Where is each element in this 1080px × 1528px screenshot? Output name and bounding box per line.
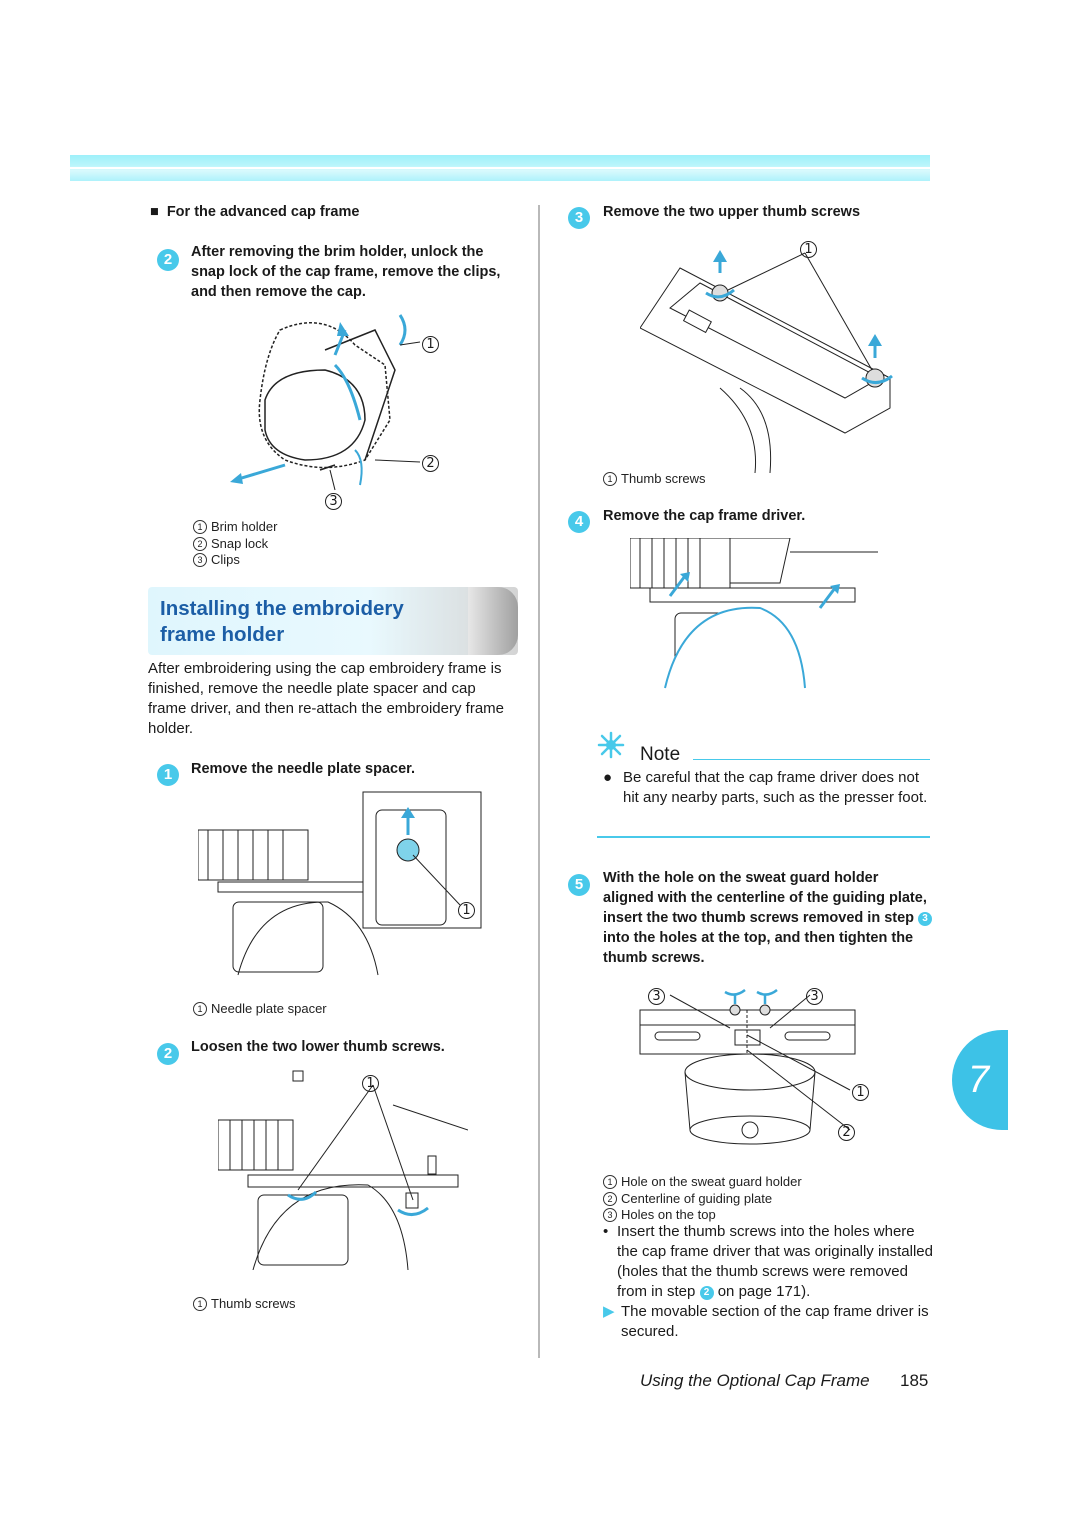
step5-number: 5 [568,874,590,896]
step4-text: Remove the cap frame driver. [603,508,806,524]
fig1-label-1: 1 [422,335,439,353]
result-paragraph: ▶ The movable section of the cap frame d… [603,1303,929,1340]
needle-plate-spacer-illustration [198,791,482,976]
subhead: ■ For the advanced cap frame [150,204,360,220]
section-title: Installing the embroidery frame holder [160,597,404,646]
fig6-label-2: 2 [838,1123,855,1141]
lower-thumb-screws-illustration [218,1070,468,1270]
square-bullet-icon: ■ [150,204,159,220]
step5-ref-number: 3 [918,912,933,926]
fig6-label-3a: 3 [648,987,665,1005]
note-sparkle-icon [597,731,625,759]
step-a-number: 2 [157,249,179,271]
step5-text: With the hole on the sweat guard holder … [603,868,933,968]
page-number: 185 [900,1371,929,1390]
note-bullet-icon: ● [603,769,613,786]
step1-number: 1 [157,764,179,786]
bullet-dot-icon: • [603,1223,609,1240]
bullet-paragraph: • Insert the thumb screws into the holes… [603,1223,933,1300]
cap-frame-illustration [230,314,421,491]
fig4-label-1: 1 [800,240,817,258]
footer-title: Using the Optional Cap Frame [640,1371,870,1390]
bullet-ref-number: 2 [699,1286,714,1300]
step2-number: 2 [157,1043,179,1065]
note-bottom-line [597,836,930,838]
step3-text: Remove the two upper thumb screws [603,204,861,220]
fig3-label-1: 1 [362,1074,379,1092]
step-a-text: After removing the brim holder, unlock t… [191,244,501,300]
result-arrow-icon: ▶ [603,1303,615,1320]
note-title: Note [640,744,681,765]
note-body: ● Be careful that the cap frame driver d… [603,769,928,806]
intro-paragraph: After embroidering using the cap embroid… [148,660,505,737]
fig6-label-3b: 3 [806,987,823,1005]
fig6-label-1: 1 [852,1083,869,1101]
fig2-label-1: 1 [458,901,475,919]
step3-number: 3 [568,207,590,229]
note-top-line [693,759,930,760]
guiding-plate-illustration [639,988,856,1145]
section-title-box [148,587,518,655]
step2-text: Loosen the two lower thumb screws. [191,1039,445,1055]
header-bar [70,155,930,181]
column-divider [538,205,540,1358]
cap-frame-driver-illustration [630,538,878,689]
fig1-label-3: 3 [325,492,342,510]
chapter-tab: 7 [952,1030,1008,1130]
upper-thumb-screws-illustration [640,250,893,473]
fig1-label-2: 2 [422,454,439,472]
step1-text: Remove the needle plate spacer. [191,761,416,777]
step4-number: 4 [568,511,590,533]
